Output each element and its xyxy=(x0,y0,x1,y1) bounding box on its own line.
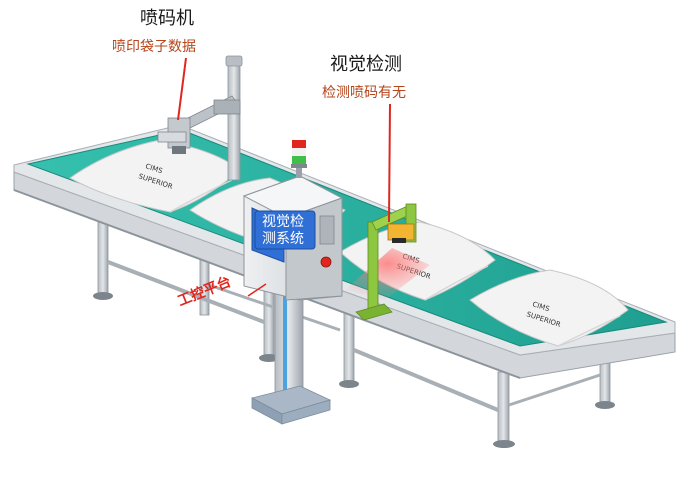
vision-screen xyxy=(254,210,316,250)
inkjet-printer xyxy=(157,55,243,181)
stack-light-green-icon xyxy=(292,156,306,164)
vision-leader-line xyxy=(388,103,391,223)
control-leader-line xyxy=(247,283,267,297)
control-platform: 视觉检 测系统 xyxy=(242,140,344,425)
bag-1: CIMS SUPERIOR xyxy=(69,139,241,213)
printer-leader-line xyxy=(177,57,187,121)
vision-subtitle: 检测喷码有无 xyxy=(322,85,406,101)
camera-icon xyxy=(387,223,415,241)
stack-light-red-icon xyxy=(292,140,306,148)
emergency-stop-icon xyxy=(320,256,332,268)
bag-4: CIMS SUPERIOR xyxy=(469,269,629,347)
printer-label-group: 喷码机 喷印袋子数据 xyxy=(112,8,196,121)
vision-title: 视觉检测 xyxy=(330,54,402,75)
conveyor-legs xyxy=(93,209,615,448)
vision-inspection xyxy=(345,203,430,321)
vision-label-group: 视觉检测 检测喷码有无 xyxy=(322,54,406,223)
screen-line-1: 视觉检 xyxy=(262,214,304,230)
screen-line-2: 测系统 xyxy=(262,231,304,247)
printer-subtitle: 喷印袋子数据 xyxy=(112,39,196,55)
printer-title: 喷码机 xyxy=(140,8,194,29)
